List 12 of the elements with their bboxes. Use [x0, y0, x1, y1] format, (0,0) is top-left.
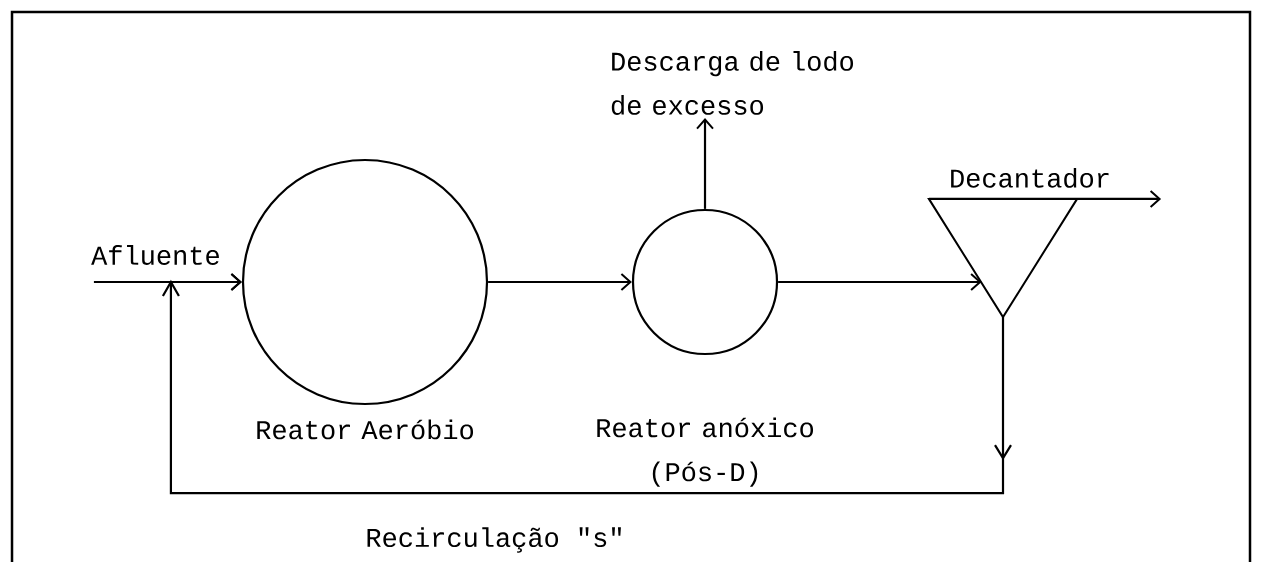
node-label: Reator anóxico (Pós-D) — [597, 417, 814, 487]
arrow — [488, 273, 632, 291]
settler-triangle: Decantador — [927, 167, 1109, 319]
arrow — [696, 118, 714, 209]
node-label: Reator Aeróbio — [257, 419, 474, 440]
edge-label: Afluente — [91, 245, 219, 265]
arrow — [778, 273, 982, 291]
outlet-label: Descarga de lodo de excesso — [611, 51, 854, 115]
node-label: Decantador — [951, 167, 1109, 188]
recirculation-arrow — [161, 273, 1012, 495]
edge-label: Recirculação "s" — [367, 527, 621, 553]
arrow — [928, 189, 1162, 208]
